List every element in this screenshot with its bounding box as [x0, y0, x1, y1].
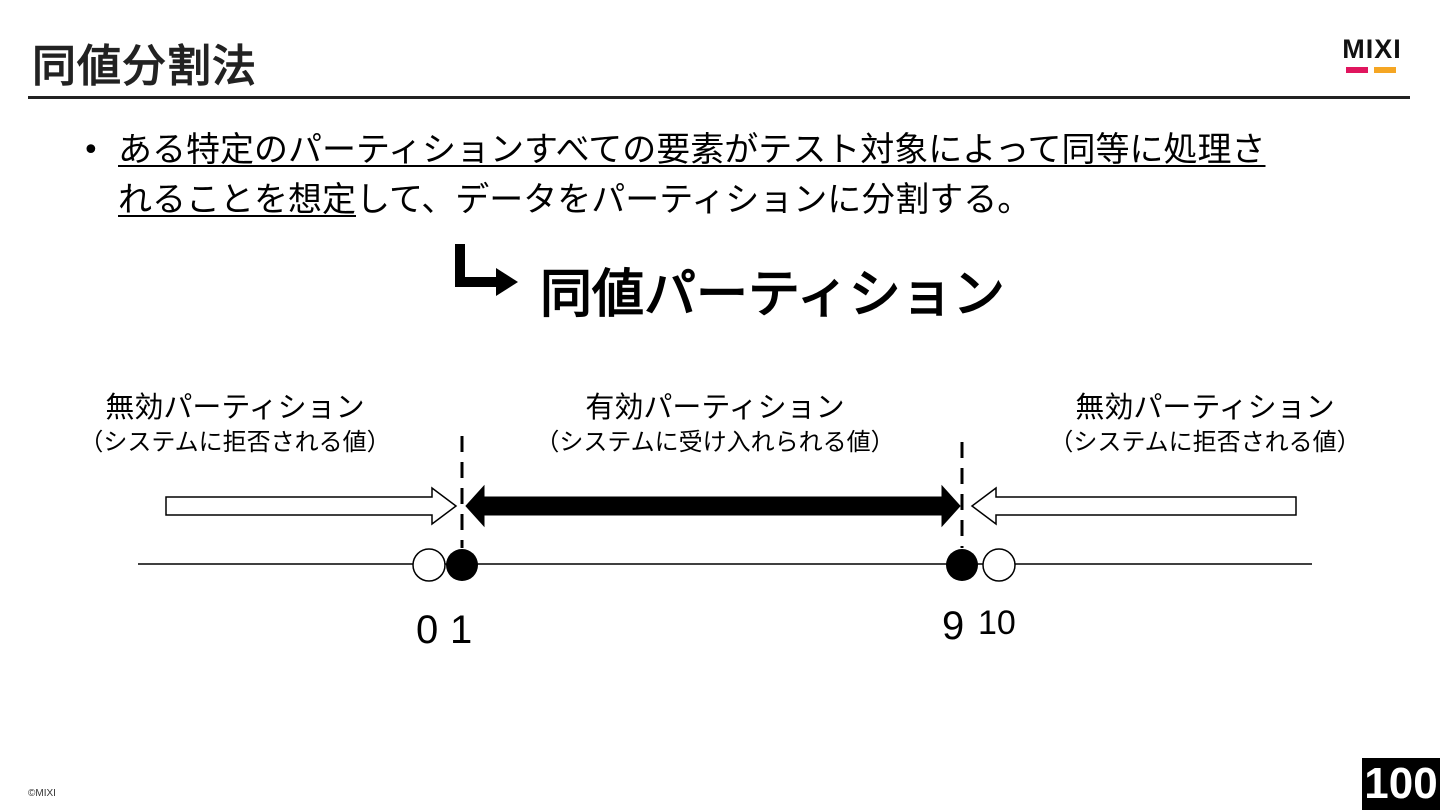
logo-bar-magenta — [1346, 67, 1368, 73]
left-partition-label: 無効パーティション （システムに拒否される値） — [60, 390, 410, 460]
bullet-underlined-fragment: れることを想定 — [118, 180, 356, 220]
middle-partition-sub: （システムに受け入れられる値） — [535, 428, 895, 456]
logo-text: MIXI — [1342, 34, 1402, 64]
mixi-logo: MIXI — [1332, 36, 1412, 76]
turn-right-arrow-icon — [455, 244, 518, 296]
right-partition-label: 無効パーティション （システムに拒否される値） — [1030, 390, 1380, 460]
bullet-dot-icon: • — [82, 133, 100, 168]
copyright: ©MIXI — [28, 788, 56, 799]
right-invalid-arrow — [970, 486, 1297, 526]
bullet-text-line-2: れることを想定して、データをパーティションに分割する。 — [118, 180, 1031, 220]
right-partition-name: 無効パーティション — [1075, 390, 1335, 424]
filled-point-1 — [446, 549, 478, 581]
value-label-0: 0 — [416, 608, 439, 652]
filled-point-9 — [946, 549, 978, 581]
slide-title: 同値分割法 — [32, 41, 257, 92]
right-partition-sub: （システムに拒否される値） — [1049, 428, 1361, 456]
logo-bar-orange — [1374, 67, 1396, 73]
title-underline — [28, 96, 1410, 99]
page-number: 100 — [1362, 758, 1440, 810]
valid-range-arrow — [465, 484, 961, 528]
open-point-10 — [982, 548, 1016, 582]
open-point-0 — [412, 548, 446, 582]
bullet-plain-fragment: して、データをパーティションに分割する。 — [356, 180, 1032, 220]
left-invalid-arrow — [165, 486, 458, 526]
left-partition-name: 無効パーティション — [105, 390, 365, 424]
headline: 同値パーティション — [540, 265, 1005, 325]
middle-partition-label: 有効パーティション （システムに受け入れられる値） — [520, 390, 910, 460]
value-label-9: 9 — [942, 604, 965, 648]
left-partition-sub: （システムに拒否される値） — [79, 428, 391, 456]
bullet-text-line-1: ある特定のパーティションすべての要素がテスト対象によって同等に処理さ — [118, 130, 1266, 170]
value-label-10: 10 — [978, 604, 1016, 642]
middle-partition-name: 有効パーティション — [585, 390, 845, 424]
value-label-1: 1 — [450, 608, 473, 652]
